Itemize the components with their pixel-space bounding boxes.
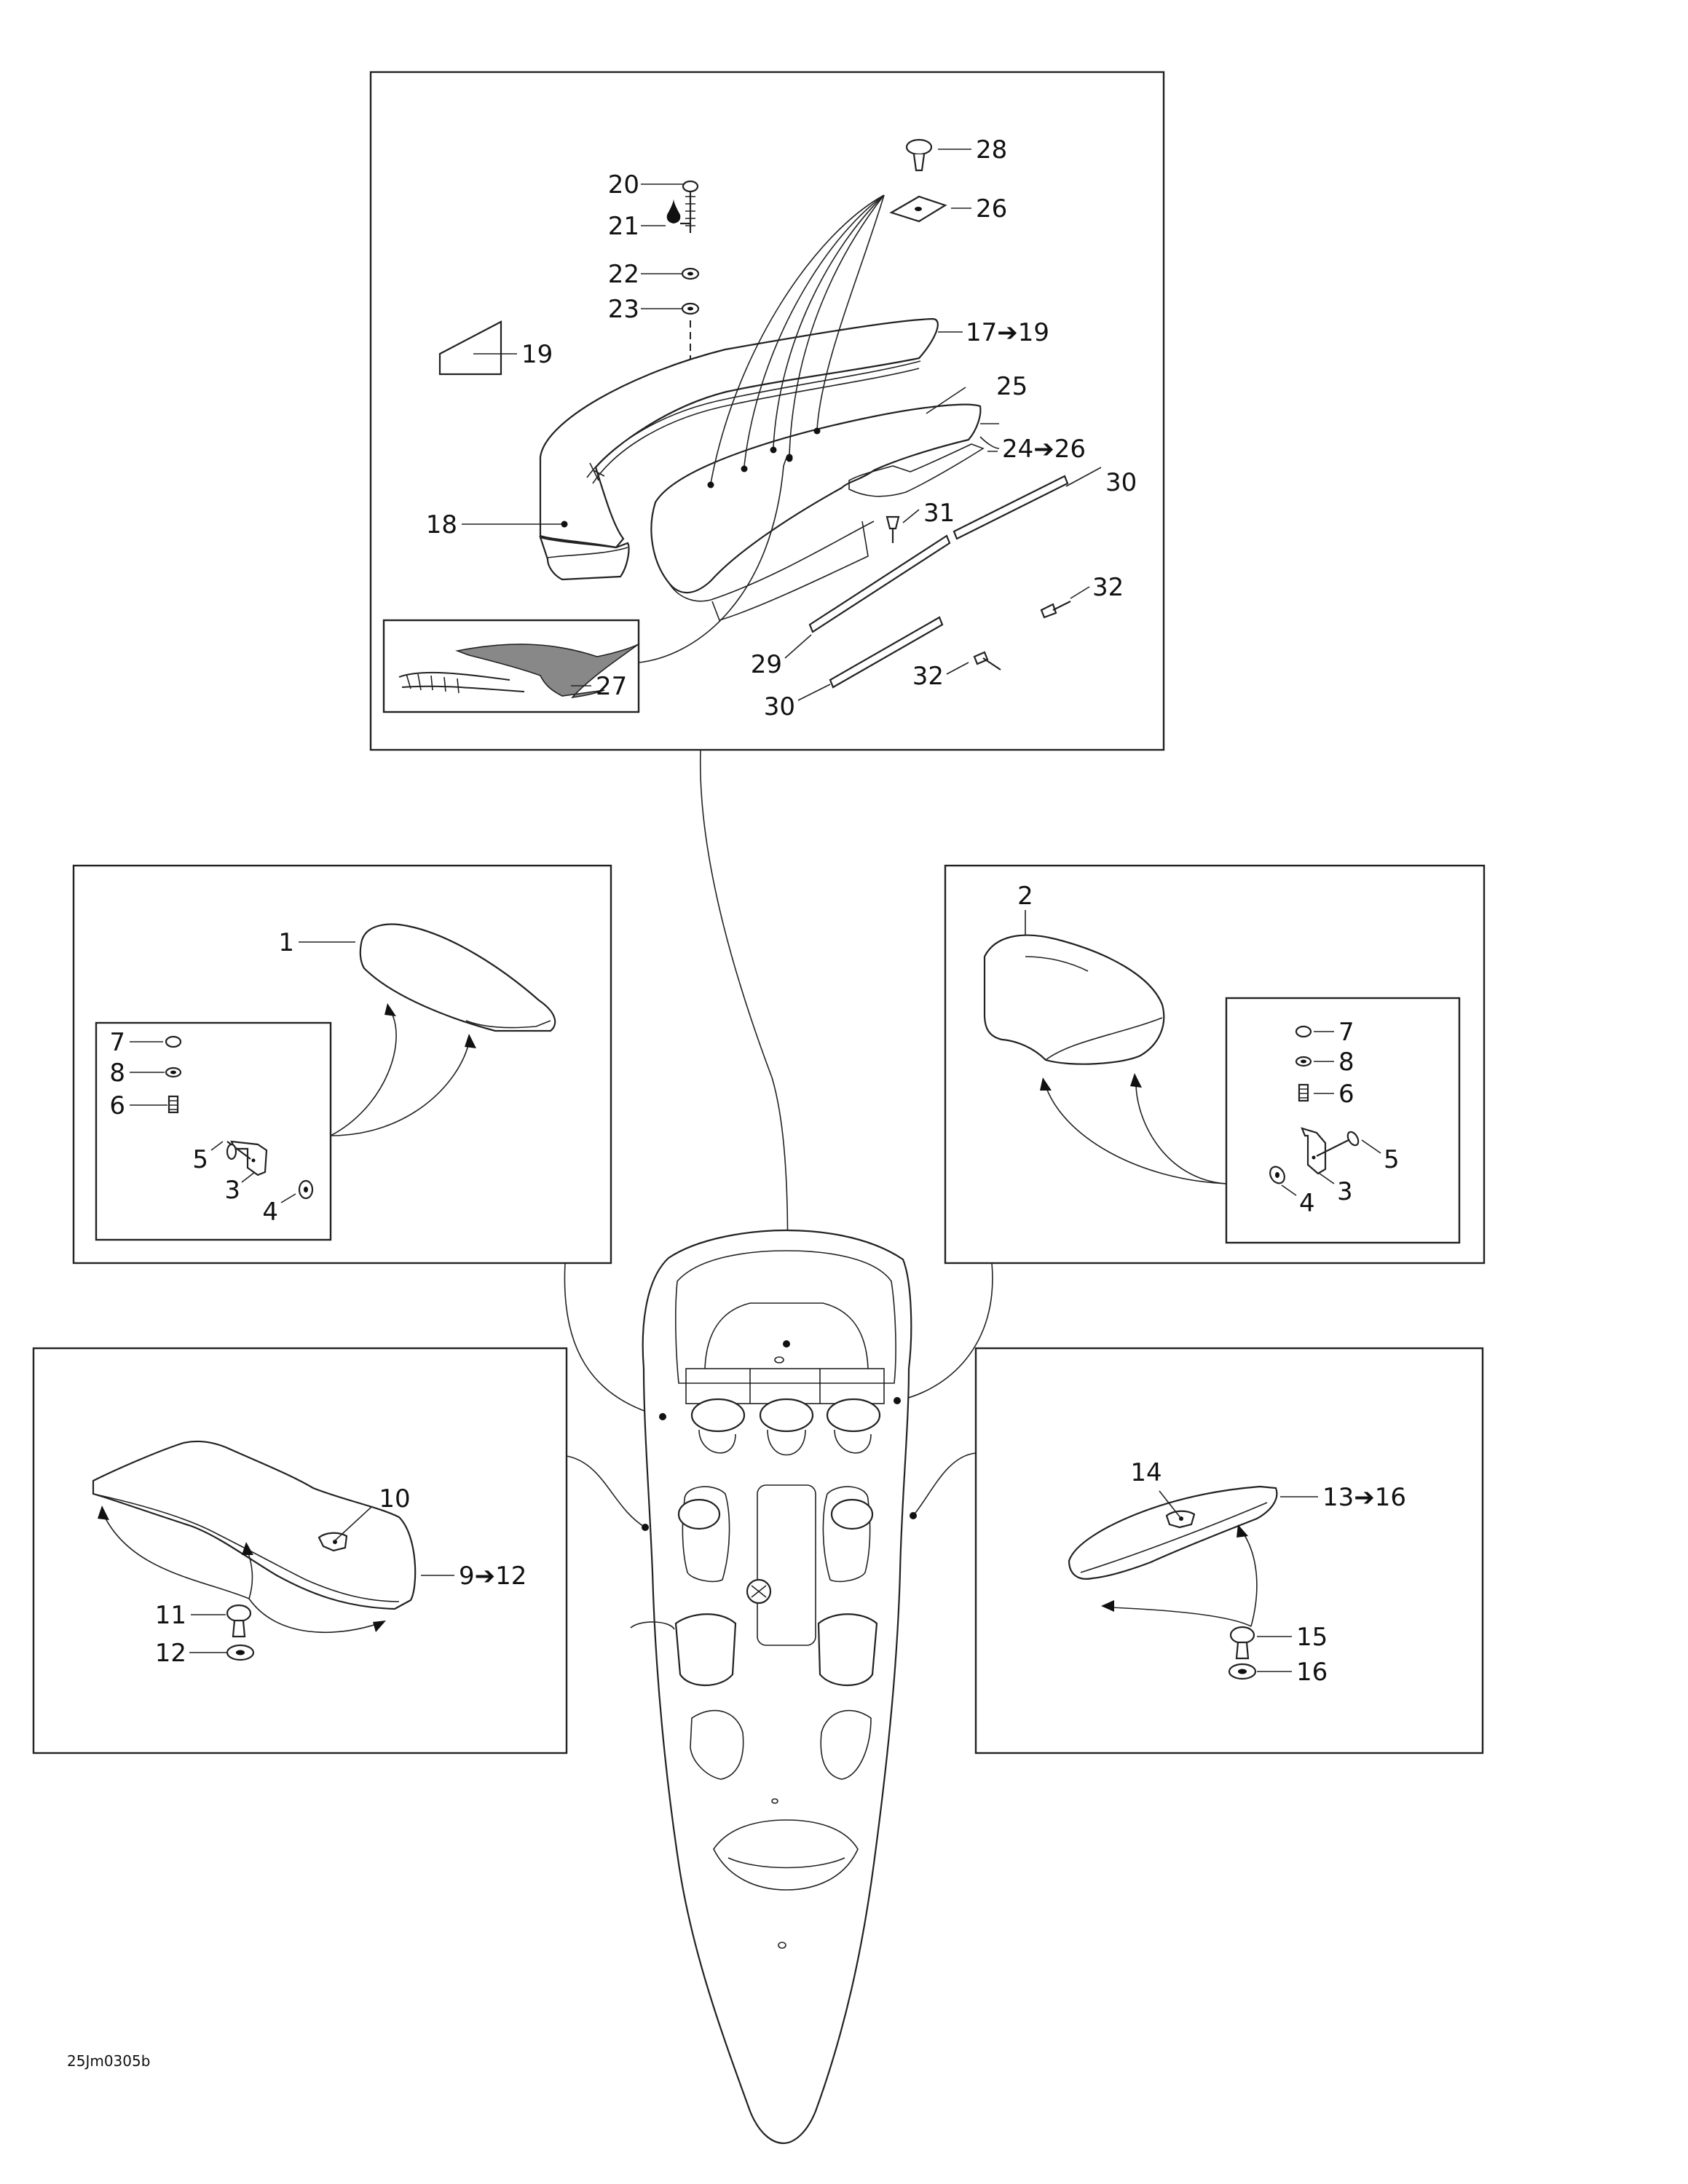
callout-left-7: 7: [109, 1028, 125, 1057]
screw-32-upper: [1040, 586, 1090, 619]
bottom-left-panel-frame: [32, 1347, 568, 1754]
washer-22: [681, 267, 700, 280]
screw-32-lower: [946, 651, 1001, 675]
callout-28: 28: [976, 135, 1007, 165]
label-19-decal: [438, 320, 502, 376]
callout-right-3: 3: [1337, 1177, 1353, 1206]
callout-right-7: 7: [1338, 1018, 1354, 1047]
callout-13-16: 13➔16: [1322, 1483, 1406, 1512]
washer-16: [1228, 1663, 1292, 1680]
connector-bottom-right-panel: [912, 1452, 977, 1516]
challenger-x-logo-decal: [398, 643, 640, 699]
push-rivet-11: [191, 1604, 252, 1638]
reference-code: 25Jm0305b: [67, 2052, 150, 2070]
strip-29: [808, 534, 951, 633]
bolt-20: [682, 180, 699, 233]
right-panel-seat-2: [944, 864, 1486, 1265]
backrest-base-18: [462, 521, 630, 581]
clip-26: [889, 195, 971, 223]
callout-16: 16: [1296, 1658, 1328, 1687]
callout-left-8: 8: [109, 1059, 125, 1088]
connector-right-panel: [896, 1262, 993, 1401]
callout-11: 11: [155, 1601, 186, 1630]
right-hardware-box: [1225, 997, 1461, 1244]
strip-30-lower: [829, 616, 944, 689]
callout-labels: 20 21 22 23 19 28 26 17➔19 25 24➔26 30 3…: [67, 135, 1406, 2070]
seat-cover-25: [650, 403, 985, 621]
right-panel-frame: [944, 864, 1486, 1265]
arrow-left-2: [330, 1042, 470, 1136]
fastener-leader-fan: [707, 194, 885, 488]
push-rivet-28: [905, 138, 971, 172]
left-panel-frame: [72, 864, 612, 1265]
callout-left-5: 5: [192, 1145, 208, 1174]
callout-left-4: 4: [262, 1198, 278, 1227]
boat-deck-top-view: [630, 1229, 917, 2145]
callout-right-8: 8: [1338, 1048, 1354, 1077]
callout-10: 10: [379, 1484, 410, 1514]
connector-bottom-left-panel: [566, 1455, 646, 1528]
left-hardware-box: [95, 1021, 332, 1241]
callout-left-3: 3: [224, 1176, 240, 1205]
callout-14: 14: [1130, 1458, 1162, 1487]
short-seat-13: [1068, 1485, 1278, 1580]
long-seat-9: [92, 1440, 417, 1610]
left-panel-seat-1: [72, 864, 612, 1265]
callout-25: 25: [996, 372, 1028, 401]
callout-30-lower: 30: [764, 692, 795, 721]
bottom-right-panel-frame: [974, 1347, 1484, 1754]
callout-30-upper: 30: [1105, 468, 1137, 497]
callout-right-5: 5: [1384, 1145, 1400, 1174]
arrow-right-1: [1045, 1085, 1227, 1184]
callout-right-6: 6: [1338, 1080, 1354, 1109]
top-panel-seat-assembly: [369, 71, 1165, 751]
callout-29: 29: [751, 650, 782, 679]
arrow-br-2: [1242, 1531, 1258, 1627]
callout-9-12: 9➔12: [459, 1562, 526, 1591]
callout-right-2: 2: [1017, 882, 1033, 911]
callout-right-4: 4: [1299, 1189, 1315, 1218]
callout-12: 12: [155, 1639, 186, 1668]
arrow-right-2: [1135, 1083, 1227, 1184]
push-rivet-15: [1229, 1626, 1292, 1660]
callout-left-6: 6: [109, 1091, 125, 1120]
callout-21: 21: [608, 212, 639, 241]
callout-24-26: 24➔26: [1002, 435, 1086, 464]
connector-left-panel: [564, 1262, 663, 1417]
washer-23: [681, 302, 700, 315]
callout-20: 20: [608, 170, 639, 199]
callout-15: 15: [1296, 1623, 1328, 1652]
screw-31: [886, 509, 920, 543]
callout-19: 19: [521, 340, 553, 369]
arrow-left-1: [330, 1010, 397, 1136]
backrest-cover-17: [539, 317, 939, 549]
seat-backrest-2: [983, 934, 1165, 1065]
bottom-left-panel-seat-9: [32, 1347, 568, 1754]
arrow-bl-1: [103, 1514, 250, 1599]
arrow-bl-3: [248, 1598, 379, 1634]
bottom-right-panel-seat-13: [974, 1347, 1484, 1754]
callout-17-19: 17➔19: [966, 318, 1049, 347]
callout-31: 31: [923, 499, 955, 528]
callout-left-1: 1: [278, 928, 294, 957]
callout-32-lower: 32: [912, 662, 944, 691]
seat-cushion-1: [359, 923, 556, 1032]
right-hardware-fasteners: [1269, 1025, 1381, 1196]
left-hardware-fasteners: [130, 1035, 314, 1203]
strip-30-upper: [953, 475, 1069, 540]
callout-27: 27: [596, 672, 627, 701]
sealant-drop-icon: [666, 199, 690, 225]
callout-22: 22: [608, 260, 639, 289]
callout-26: 26: [976, 194, 1007, 223]
callout-23: 23: [608, 295, 639, 324]
decal-27-box: [382, 619, 640, 713]
washer-12: [189, 1644, 255, 1661]
arrow-br-1: [1109, 1607, 1252, 1627]
callout-32-upper: 32: [1092, 573, 1124, 602]
callout-18: 18: [426, 510, 457, 539]
top-panel-frame: [369, 71, 1165, 751]
